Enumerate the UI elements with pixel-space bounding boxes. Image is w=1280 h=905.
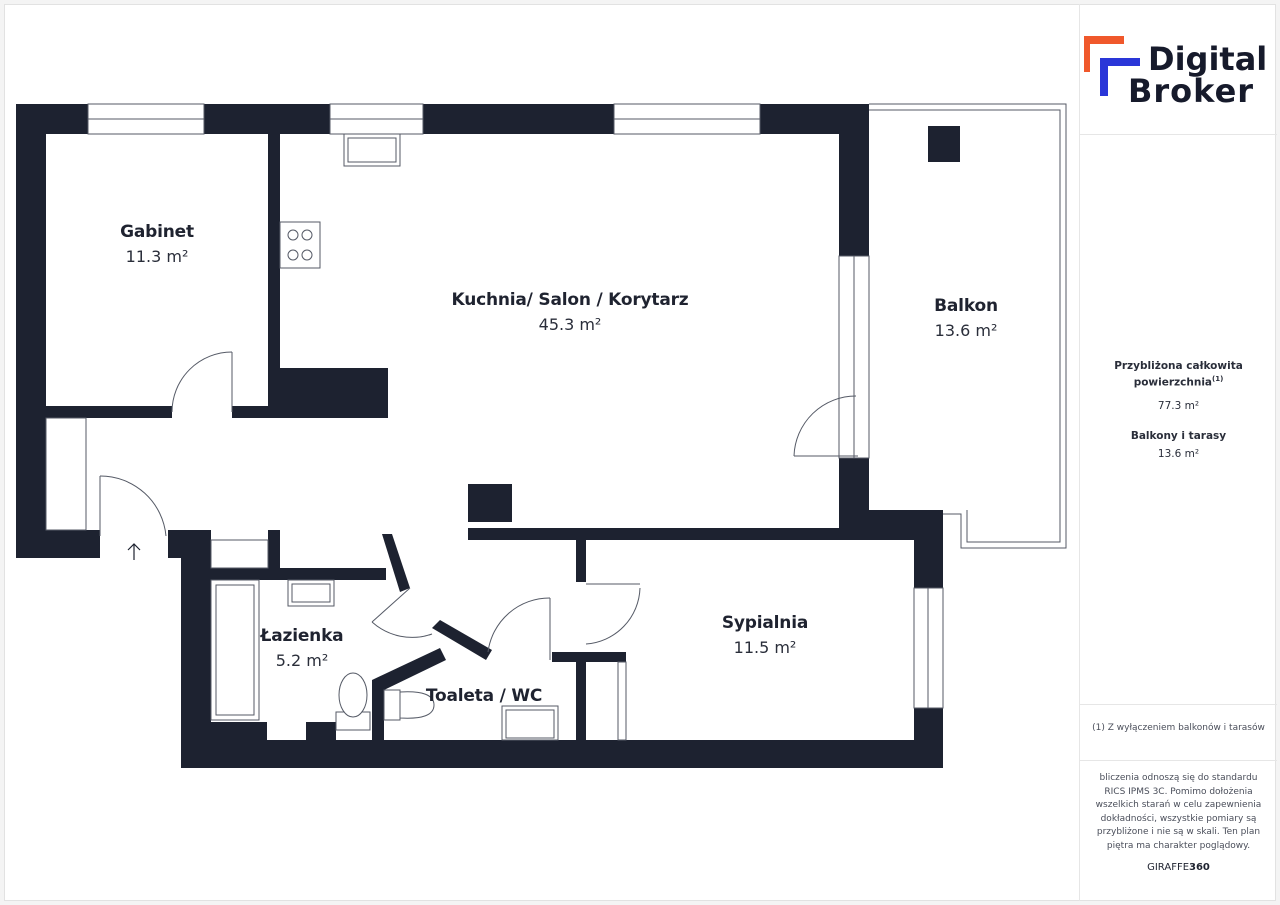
room-area: 11.3 m² <box>125 247 189 266</box>
footnote-text: (1) Z wyłączeniem balkonów i tarasów <box>1092 723 1265 733</box>
brand-logo: Digital Broker <box>1080 4 1277 134</box>
credit-text-bold: 360 <box>1189 862 1210 873</box>
floor-plan <box>16 103 1067 768</box>
balcony-outline <box>869 103 1067 549</box>
room-label-balkon: Balkon 13.6 m² <box>934 296 998 340</box>
room-area: 5.2 m² <box>275 651 329 670</box>
room-label-lazienka: Łazienka 5.2 m² <box>261 626 344 670</box>
balcony-label: Balkony i tarasy <box>1130 430 1227 442</box>
disclaimer-text: bliczenia odnoszą się do standardu RICS … <box>1080 772 1277 853</box>
disclaimer-line: piętra ma charakter poglądowy. <box>1106 840 1251 851</box>
logo-text-broker: Broker <box>1128 72 1255 110</box>
total-area-label-text: powierzchnia <box>1133 376 1213 389</box>
panel-divider <box>1080 760 1277 761</box>
disclaimer-line: wszelkich starań w celu zapewnienia <box>1095 800 1262 810</box>
panel-divider <box>1080 704 1277 705</box>
logo-mark-icon <box>1084 36 1140 96</box>
doors <box>45 351 858 741</box>
walls <box>16 104 960 768</box>
total-area-label: Przybliżona całkowita powierzchnia(1) <box>1080 360 1277 389</box>
disclaimer-line: dokładności, wszystkie pomiary są <box>1100 813 1257 824</box>
room-name: Sypialnia <box>721 613 809 633</box>
room-label-sypialnia: Sypialnia 11.5 m² <box>722 613 808 657</box>
disclaimer-line: przybliżone i nie są w skali. Ten plan <box>1096 827 1261 837</box>
room-area: 11.5 m² <box>733 638 797 657</box>
disclaimer-line: bliczenia odnoszą się do standardu <box>1099 773 1258 783</box>
windows <box>87 103 944 709</box>
balcony-value: 13.6 m² <box>1157 448 1200 460</box>
room-label-kuchnia: Kuchnia/ Salon / Korytarz 45.3 m² <box>452 290 689 334</box>
disclaimer-line: RICS IPMS 3C. Pomimo dołożenia <box>1104 786 1253 797</box>
room-name: Łazienka <box>260 626 344 646</box>
fixtures <box>210 133 559 741</box>
credit-text: GIRAFFE <box>1147 862 1190 873</box>
credit-giraffe360: GIRAFFE360 <box>1080 862 1277 873</box>
room-name: Balkon <box>934 296 998 316</box>
room-name: Gabinet <box>120 222 194 242</box>
total-area-label-line2: powierzchnia(1) <box>1080 375 1277 389</box>
room-area: 13.6 m² <box>934 321 998 340</box>
room-name: Toaleta / WC <box>425 686 543 706</box>
footnote-mark: (1) <box>1212 375 1224 383</box>
logo-text-digital: Digital <box>1148 40 1268 78</box>
panel-divider <box>1080 134 1277 135</box>
room-label-gabinet: Gabinet 11.3 m² <box>120 222 194 266</box>
total-area-value: 77.3 m² <box>1157 400 1200 412</box>
entrance-arrow <box>127 543 141 560</box>
info-panel: Digital Broker Przybliżona całkowita pow… <box>1079 4 1277 901</box>
room-area: 45.3 m² <box>538 315 602 334</box>
room-name: Kuchnia/ Salon / Korytarz <box>451 290 689 310</box>
room-label-toaleta: Toaleta / WC <box>425 686 543 706</box>
total-area-label-line1: Przybliżona całkowita <box>1114 360 1243 372</box>
